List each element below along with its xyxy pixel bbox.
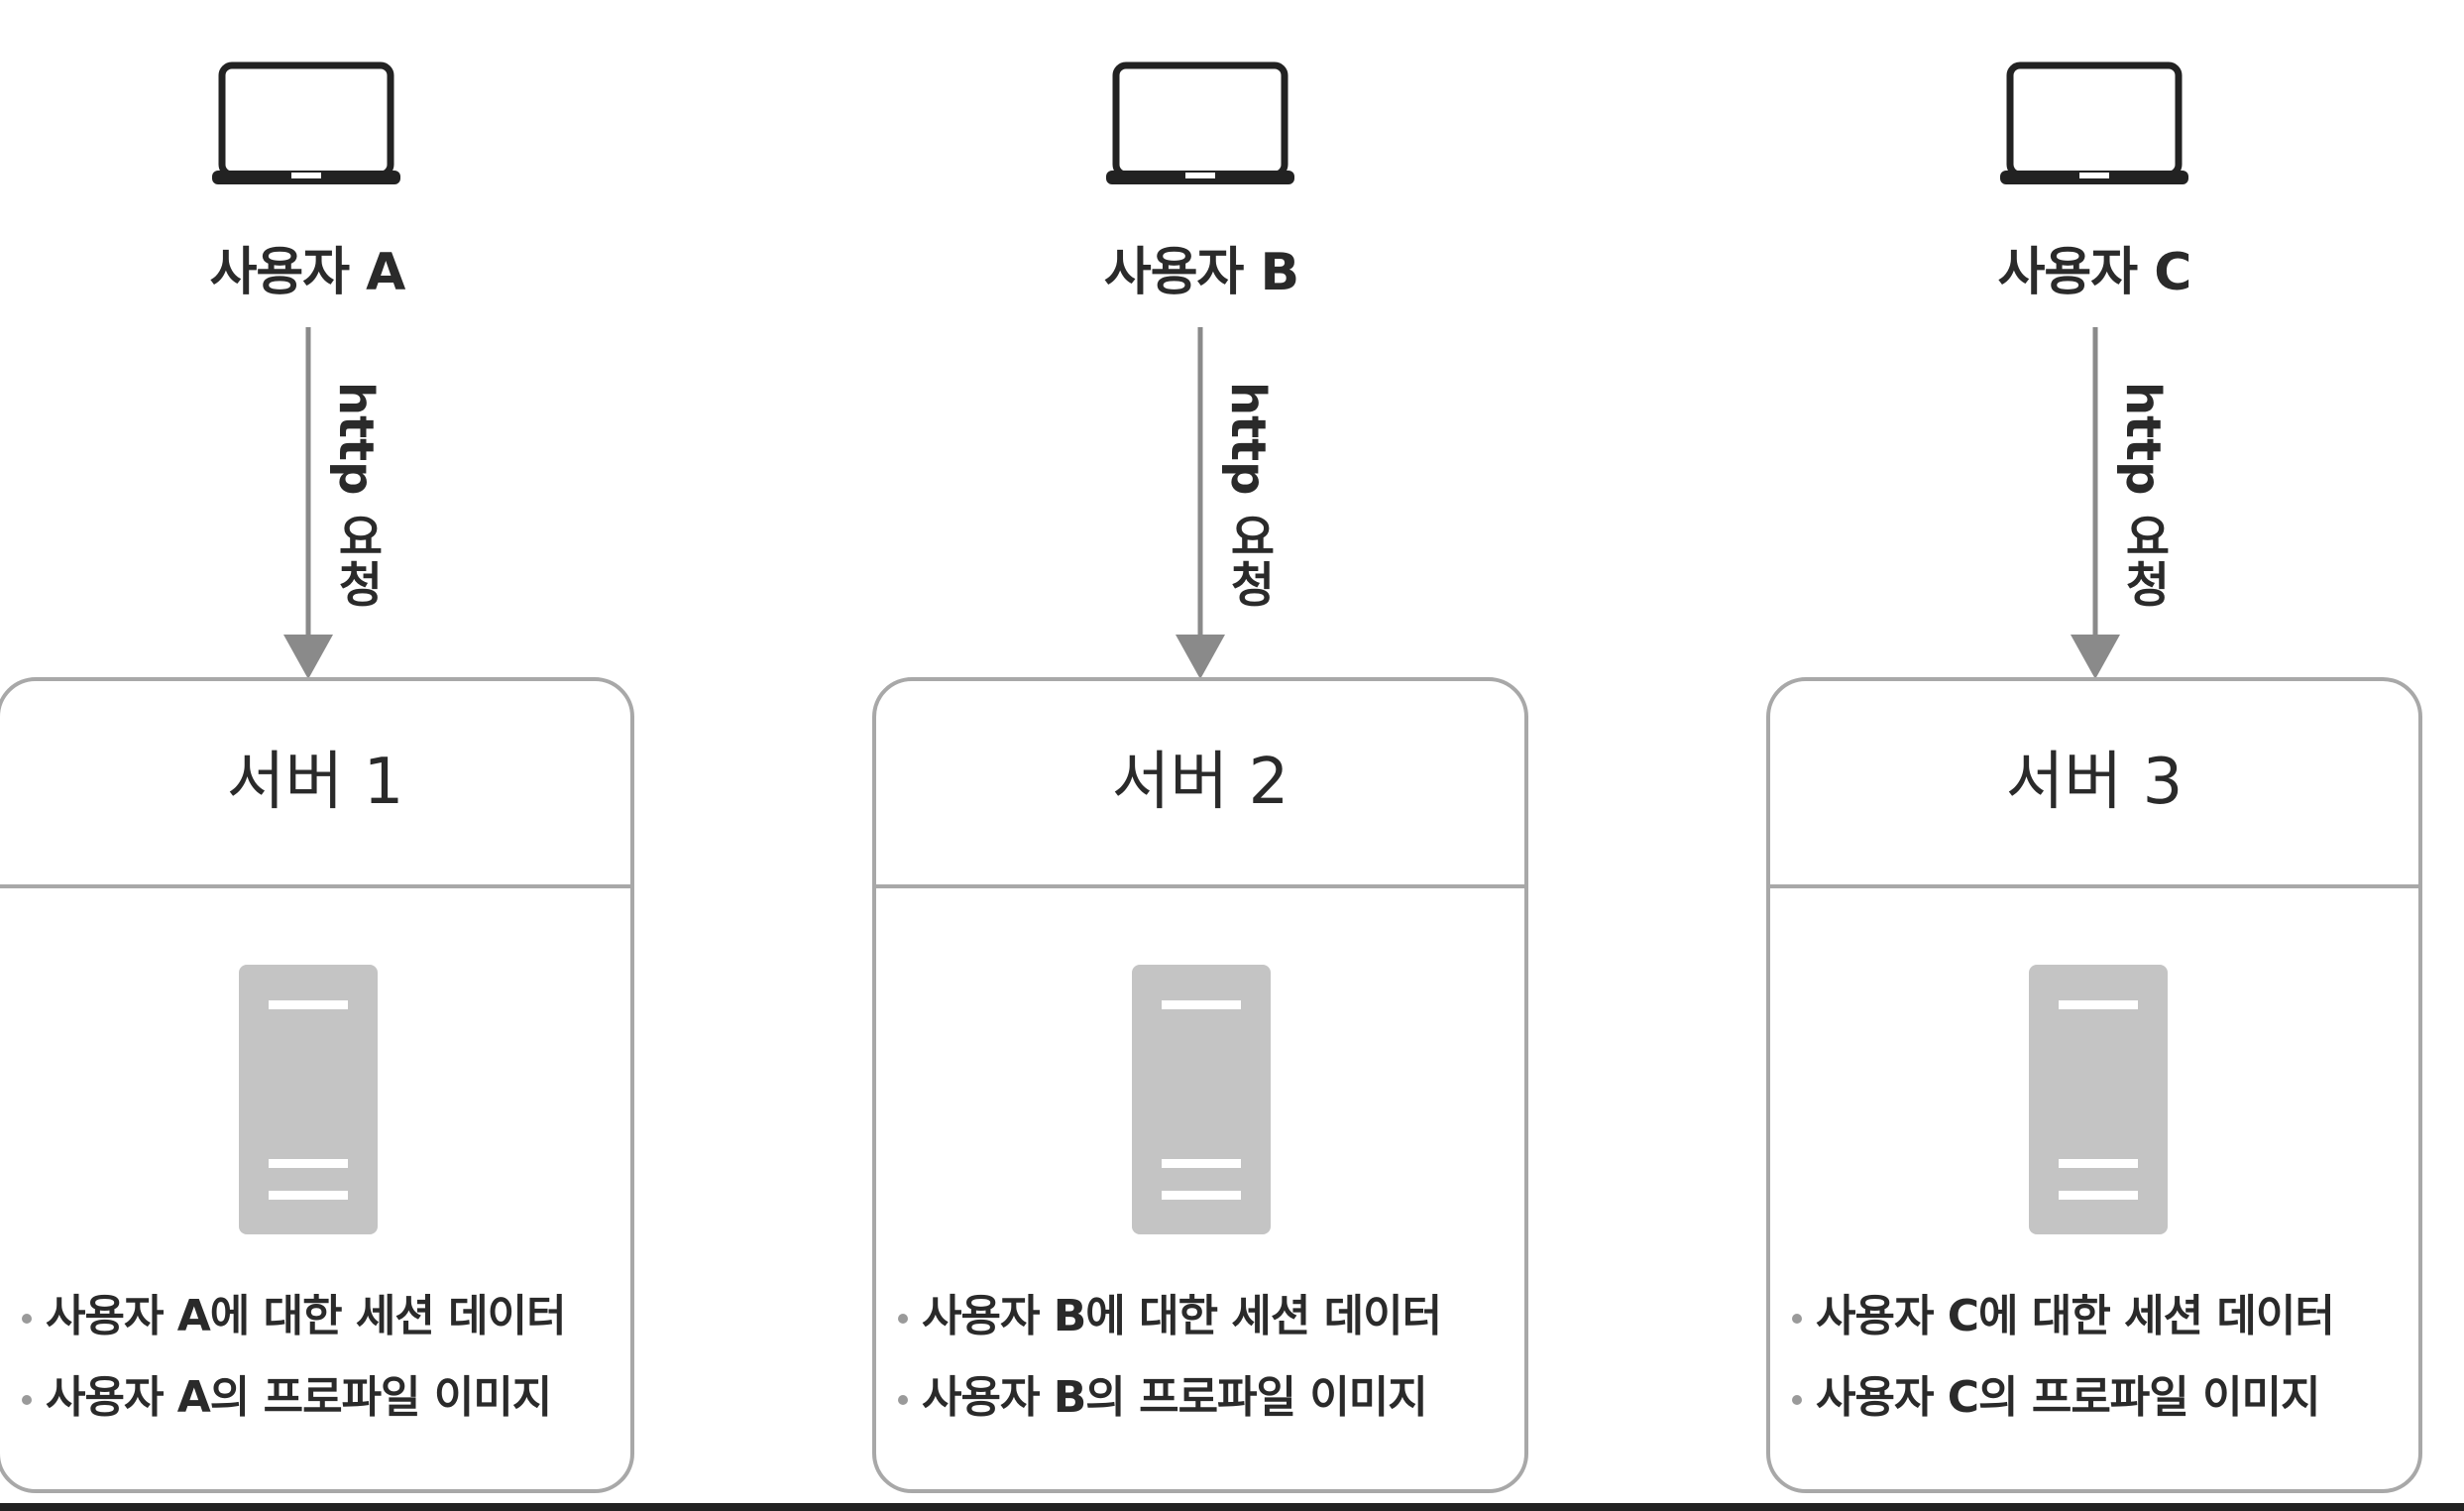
list-item: 사용자 A의 프로파일 이미지	[22, 1357, 620, 1439]
user-label: 사용자 C	[1997, 243, 2192, 302]
server-title: 서버 2	[876, 681, 1524, 888]
server-title: 서버 1	[0, 681, 630, 888]
laptop-icon	[2000, 61, 2188, 184]
server-box: 서버 3 사용자 C에 대한 세션 데이터 사용자 C의 프로파일 이미지	[1766, 677, 2422, 1493]
server-icon	[239, 965, 378, 1234]
session-data-list: 사용자 A에 대한 세션 데이터 사용자 A의 프로파일 이미지	[22, 1276, 620, 1439]
server-icon	[2029, 965, 2168, 1234]
bullet-icon	[898, 1314, 908, 1324]
bullet-icon	[898, 1395, 908, 1405]
session-data-list: 사용자 B에 대한 세션 데이터 사용자 B의 프로파일 이미지	[898, 1276, 1514, 1439]
http-request-label: http 요청	[1220, 382, 1276, 608]
bullet-icon	[1792, 1314, 1802, 1324]
http-request-label: http 요청	[2115, 382, 2171, 608]
http-request-arrow	[2071, 327, 2120, 679]
http-request-label: http 요청	[328, 382, 384, 608]
server-icon	[1132, 965, 1271, 1234]
user-label: 사용자 A	[209, 243, 406, 302]
http-request-arrow	[283, 327, 333, 679]
list-item: 사용자 C의 프로파일 이미지	[1792, 1357, 2408, 1439]
list-item: 사용자 B의 프로파일 이미지	[898, 1357, 1514, 1439]
list-item: 사용자 A에 대한 세션 데이터	[22, 1276, 620, 1357]
bullet-icon	[22, 1314, 32, 1324]
server-title: 서버 3	[1770, 681, 2418, 888]
http-request-arrow	[1176, 327, 1225, 679]
user-label: 사용자 B	[1103, 243, 1299, 302]
list-item: 사용자 C에 대한 세션 데이터	[1792, 1276, 2408, 1357]
server-box: 서버 1 사용자 A에 대한 세션 데이터 사용자 A의 프로파일 이미지	[0, 677, 634, 1493]
laptop-icon	[212, 61, 400, 184]
bottom-divider	[0, 1503, 2464, 1511]
bullet-icon	[1792, 1395, 1802, 1405]
server-box: 서버 2 사용자 B에 대한 세션 데이터 사용자 B의 프로파일 이미지	[872, 677, 1528, 1493]
list-item: 사용자 B에 대한 세션 데이터	[898, 1276, 1514, 1357]
laptop-icon	[1106, 61, 1294, 184]
session-data-list: 사용자 C에 대한 세션 데이터 사용자 C의 프로파일 이미지	[1792, 1276, 2408, 1439]
bullet-icon	[22, 1395, 32, 1405]
